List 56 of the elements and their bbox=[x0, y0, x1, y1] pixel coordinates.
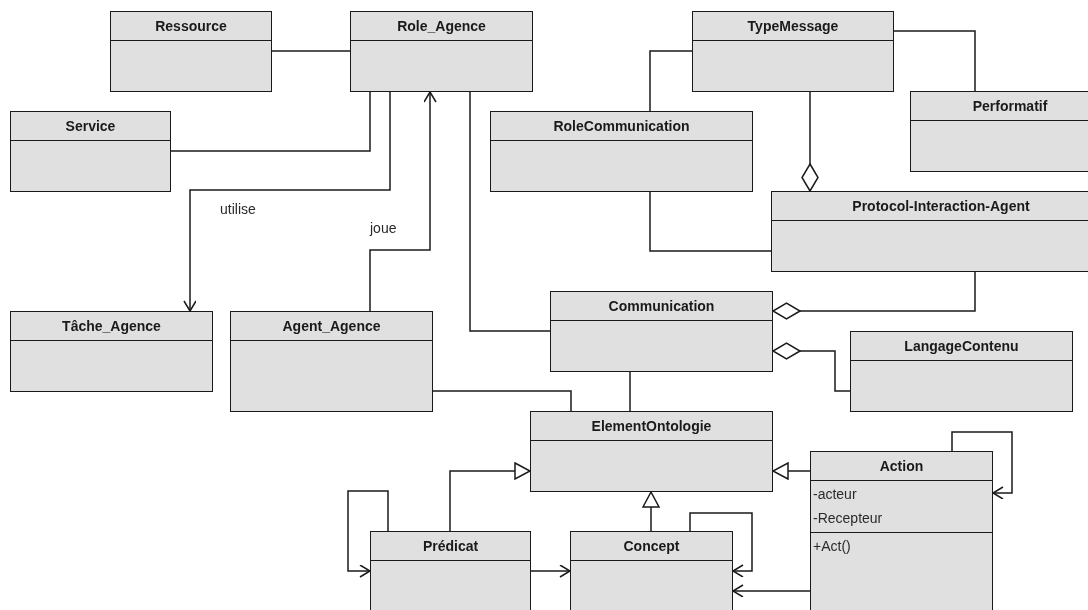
association-line bbox=[432, 390, 572, 412]
class-member: -acteur bbox=[813, 486, 857, 502]
class-name: Action bbox=[879, 458, 924, 474]
edge-label: utilise bbox=[220, 201, 256, 217]
class-box bbox=[910, 91, 1088, 172]
class-box bbox=[350, 11, 533, 92]
association-line bbox=[629, 371, 631, 412]
association-line bbox=[170, 91, 371, 152]
class-box bbox=[550, 291, 773, 372]
class-name: TypeMessage bbox=[747, 18, 839, 34]
association-line bbox=[893, 30, 976, 92]
class-box bbox=[771, 191, 1088, 272]
association-line bbox=[649, 50, 693, 112]
aggregation-line bbox=[772, 342, 851, 392]
association-line bbox=[649, 191, 772, 252]
class-box bbox=[570, 531, 733, 610]
generalization-arrow bbox=[772, 462, 811, 480]
arrow bbox=[951, 431, 1013, 500]
class-box bbox=[850, 331, 1073, 412]
generalization-arrow bbox=[642, 491, 660, 532]
class-name: Communication bbox=[608, 298, 715, 314]
class-box bbox=[530, 411, 773, 492]
class-box bbox=[110, 11, 272, 92]
class-name: Performatif bbox=[972, 98, 1048, 114]
arrow bbox=[530, 564, 571, 578]
class-member: +Act() bbox=[813, 538, 851, 554]
arrow bbox=[183, 91, 391, 312]
association-line bbox=[271, 50, 351, 52]
association-line bbox=[469, 91, 551, 332]
edge-label: joue bbox=[370, 220, 397, 236]
class-name: Tâche_Agence bbox=[62, 318, 161, 334]
class-name: Service bbox=[65, 118, 116, 134]
class-name: ElementOntologie bbox=[591, 418, 712, 434]
class-name: Agent_Agence bbox=[282, 318, 381, 334]
class-box bbox=[810, 451, 993, 610]
class-name: Role_Agence bbox=[397, 18, 486, 34]
class-name: Protocol-Interaction-Agent bbox=[852, 198, 1030, 214]
class-name: LangageContenu bbox=[904, 338, 1019, 354]
class-member: -Recepteur bbox=[813, 510, 883, 526]
arrow bbox=[689, 512, 753, 578]
class-box bbox=[370, 531, 531, 610]
arrow bbox=[347, 490, 389, 578]
class-name: Concept bbox=[623, 538, 680, 554]
class-box bbox=[10, 311, 213, 392]
class-box bbox=[692, 11, 894, 92]
class-name: Ressource bbox=[155, 18, 227, 34]
arrow bbox=[369, 91, 437, 312]
class-box bbox=[10, 111, 171, 192]
arrow bbox=[732, 584, 811, 598]
class-box bbox=[230, 311, 433, 412]
generalization-arrow bbox=[449, 462, 531, 532]
aggregation-line bbox=[772, 271, 976, 320]
class-box bbox=[490, 111, 753, 192]
aggregation-line bbox=[801, 91, 819, 192]
class-name: Prédicat bbox=[422, 538, 479, 554]
class-name: RoleCommunication bbox=[553, 118, 690, 134]
